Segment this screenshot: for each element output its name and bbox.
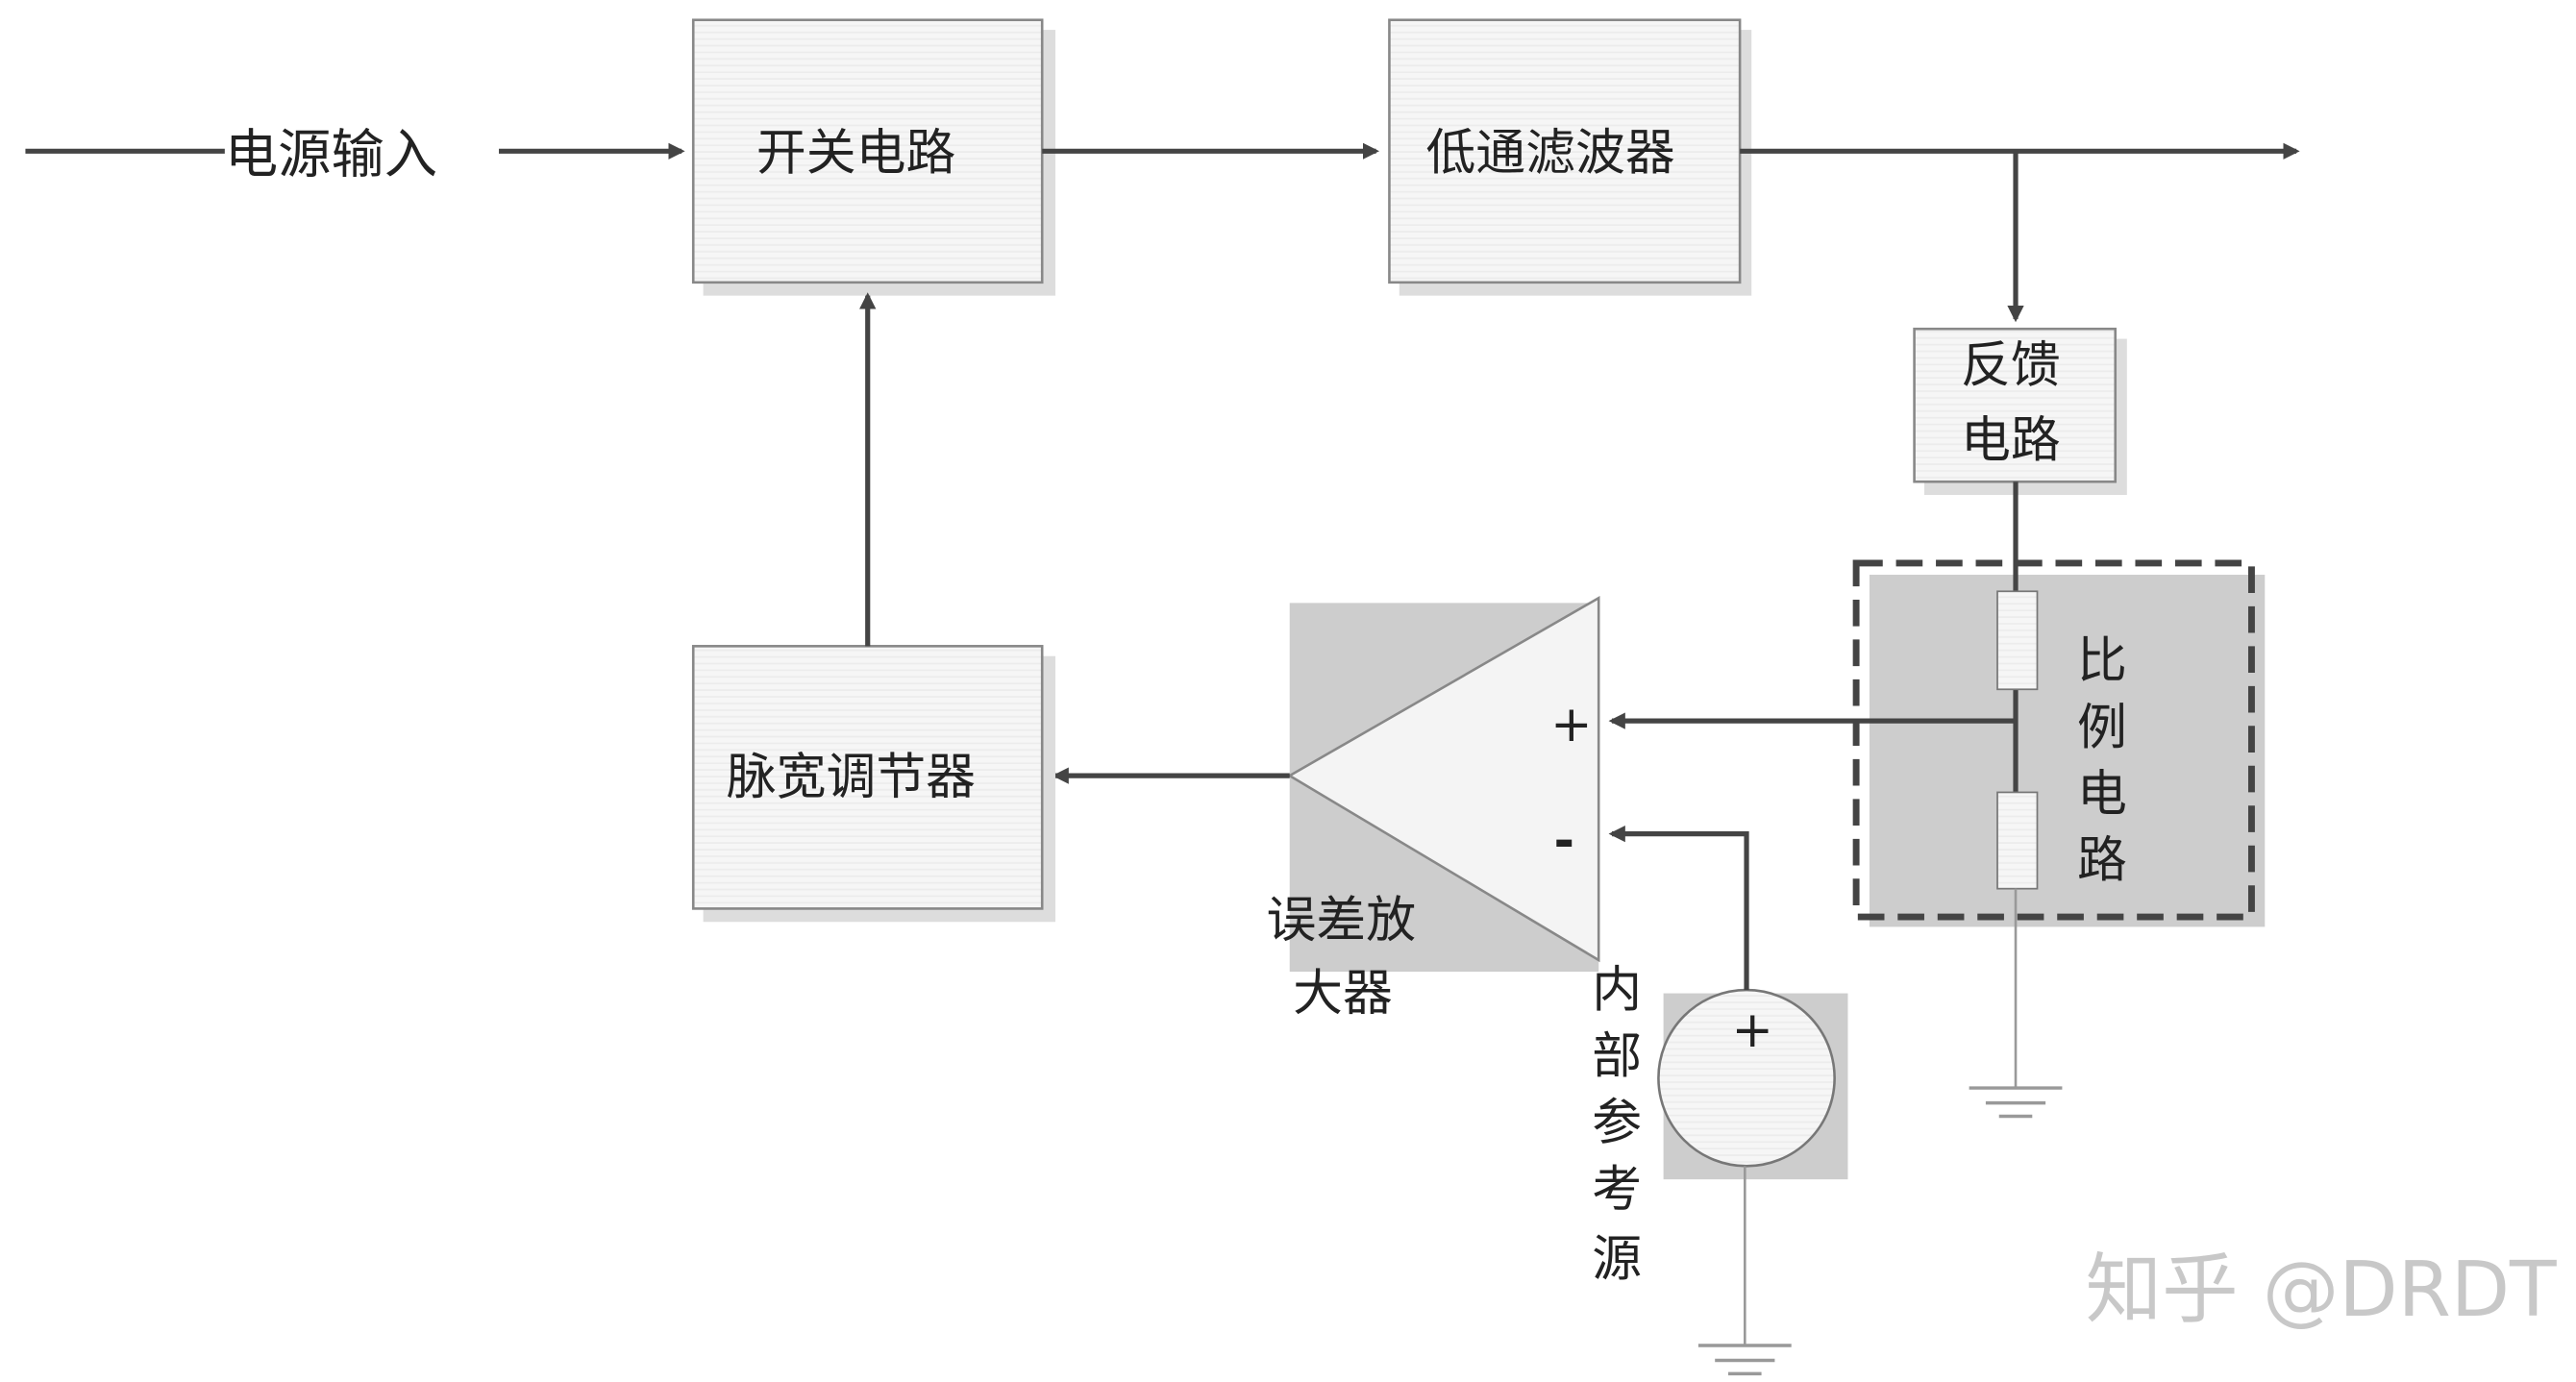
feedback-label-line2: 电路 [1961, 411, 2061, 469]
amp-plus-sign: + [1550, 696, 1592, 753]
lowpass-filter-block: 低通滤波器 [1388, 18, 1752, 296]
feedback-circuit-block: 反馈 电路 [1913, 327, 2127, 496]
proportional-label-1: 比 [2077, 632, 2127, 690]
proportional-label-2: 例 [2077, 699, 2127, 756]
switch-circuit-block: 开关电路 [691, 18, 1056, 296]
reference-label-3: 参 [1592, 1095, 1642, 1152]
reference-label-1: 内 [1592, 961, 1642, 1019]
input-label: 电源输入 [225, 125, 437, 186]
amp-minus-sign: - [1554, 812, 1575, 870]
resistor-lower [1996, 791, 2039, 890]
reference-source: + 内 部 参 考 源 [1592, 961, 1848, 1288]
resistor-upper [1996, 590, 2039, 691]
proportional-label-3: 电 [2077, 765, 2127, 823]
ground-icon [1697, 1344, 1792, 1376]
switch-circuit-label: 开关电路 [756, 124, 955, 182]
error-amplifier: + - 误差放 大器 [1267, 595, 1600, 1023]
lowpass-filter-label: 低通滤波器 [1425, 124, 1674, 182]
reference-label-5: 源 [1592, 1230, 1642, 1288]
proportional-label-4: 路 [2077, 832, 2127, 890]
proportional-circuit-block: 比 例 电 路 [1852, 481, 2266, 927]
feedback-label-line1: 反馈 [1961, 337, 2061, 395]
error-amp-label-1: 误差放 [1267, 892, 1417, 950]
error-amp-label-2: 大器 [1293, 965, 1393, 1023]
ground-icon [1969, 1086, 2063, 1119]
pwm-regulator-block: 脉宽调节器 [691, 645, 1056, 923]
reference-to-minus-arrow [1608, 825, 1749, 991]
watermark: 知乎 @DRDT [2086, 1245, 2557, 1334]
reference-label-4: 考 [1592, 1161, 1642, 1219]
reference-label-2: 部 [1592, 1028, 1642, 1086]
pwm-regulator-label: 脉宽调节器 [727, 749, 976, 806]
source-plus-sign: + [1731, 1001, 1772, 1059]
